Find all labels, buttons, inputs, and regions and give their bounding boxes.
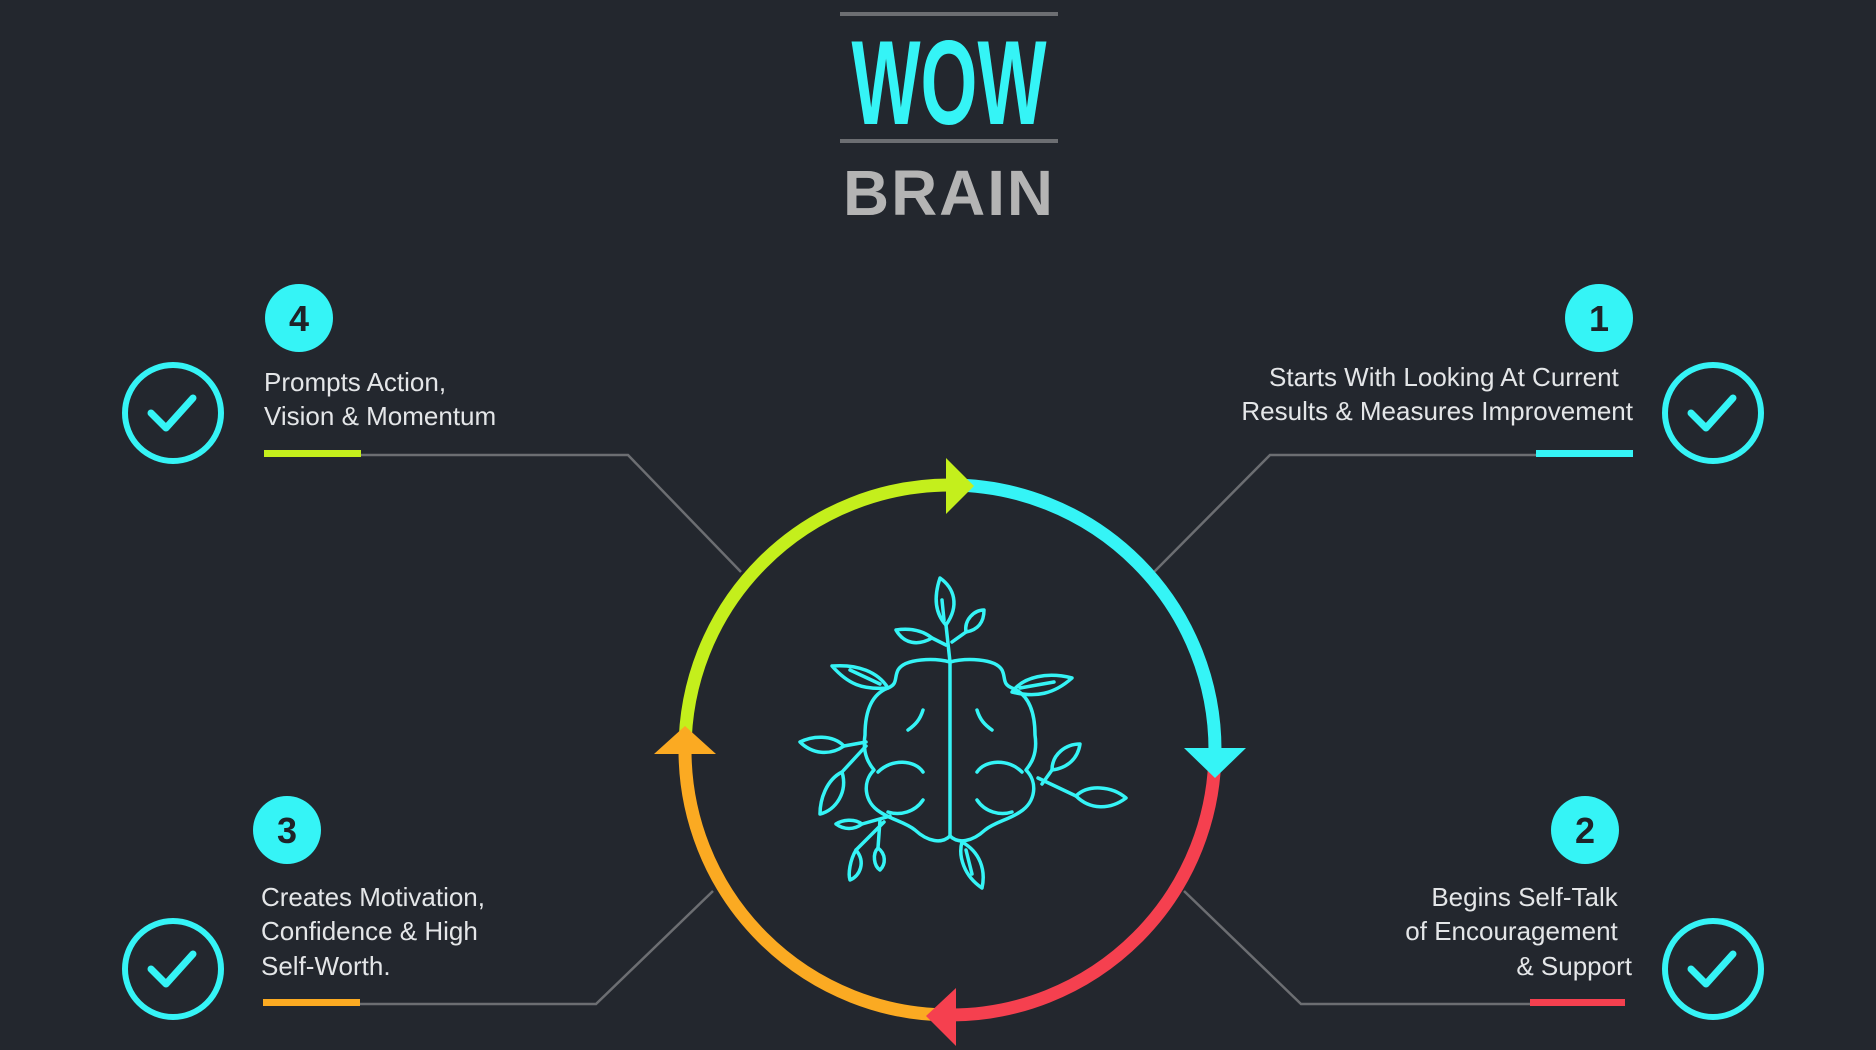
accent-bar-step-4 [264,450,361,457]
connector-step-1 [1153,453,1536,573]
ring-segment-red [949,749,1222,1022]
step-description: Prompts Action, Vision & Momentum [264,367,496,431]
accent-bar-step-2 [1530,999,1625,1006]
accent-bar-step-1 [1536,450,1633,457]
brain-with-leaves-icon [798,576,1128,890]
ring-segment-orange [678,749,951,1022]
step-description: Begins Self-Talk of Encouragement & Supp… [1405,882,1632,981]
title: WOW BRAIN [840,12,1058,229]
connectors [263,450,1633,1006]
step-number: 4 [289,298,309,339]
step-number: 1 [1589,298,1609,339]
step-1: 1 Starts With Looking At Current Results… [1241,284,1764,464]
arrow-right-icon [946,458,974,514]
step-number-badge [1565,284,1633,352]
connector-step-3 [360,890,714,1006]
arrow-left-icon [926,988,956,1046]
title-brain: BRAIN [843,157,1055,229]
cycle-ring [654,458,1246,1046]
step-description: Starts With Looking At Current Results &… [1241,362,1633,426]
ring-segment-cyan [949,478,1222,751]
check-circle-icon [122,918,224,1020]
step-number: 3 [277,810,297,851]
arrow-up-icon [654,726,716,754]
step-number-badge [253,796,321,864]
connector-step-2 [1183,890,1530,1006]
accent-bar-step-3 [263,999,360,1006]
title-wow: WOW [852,16,1047,150]
check-circle-icon [1662,918,1764,1020]
check-circle-icon [122,362,224,464]
check-circle-icon [1662,362,1764,464]
connector-step-4 [361,453,742,573]
ring-segment-green [678,478,951,751]
step-description: Creates Motivation, Confidence & High Se… [261,882,492,981]
step-number-badge [1551,796,1619,864]
step-4: 4 Prompts Action, Vision & Momentum [122,284,496,464]
arrow-down-icon [1184,748,1246,778]
step-number: 2 [1575,810,1595,851]
step-3: 3 Creates Motivation, Confidence & High … [122,796,492,1020]
step-number-badge [265,284,333,352]
step-2: 2 Begins Self-Talk of Encouragement & Su… [1405,796,1764,1020]
